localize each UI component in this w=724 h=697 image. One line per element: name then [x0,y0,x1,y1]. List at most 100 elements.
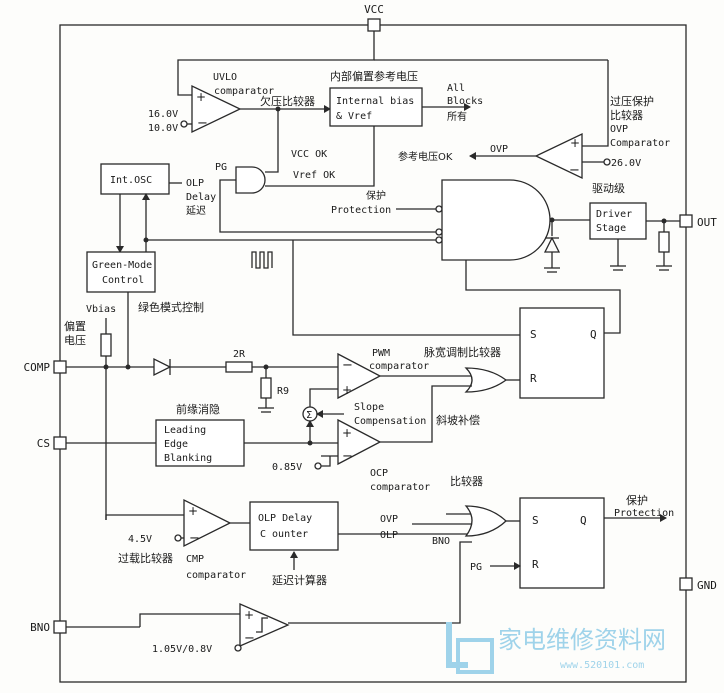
green-mode-cn-label: 绿色模式控制 [138,300,204,314]
leb-cn-label: 前缘消隐 [176,402,220,416]
pwm-sub-label: comparator [369,361,429,372]
bno-threshold: 1.05V/0.8V [152,644,212,655]
protection-out-cn-label: 保护 [626,493,648,507]
protection-out-label: Protection [614,508,674,519]
blocks-label: Blocks [447,96,483,107]
olp-label: OLP [186,178,204,189]
stage-label: Stage [596,223,626,234]
pwm-latch-s: S [530,328,537,341]
vcc-pin-label: VCC [364,3,384,16]
ovp-threshold: 26.0V [611,158,641,169]
pwm-sr-latch [519,307,605,399]
resistor-2r [225,361,253,373]
svg-text:−: − [342,449,353,464]
comp-pin [53,360,67,374]
olp-delay-counter-block [249,501,339,551]
svg-text:Σ: Σ [306,410,312,421]
bno-comparator [239,603,290,647]
all-cn-label: 所有 [447,110,467,123]
pg-label: PG [215,162,227,173]
watermark-cn-text: 家电维修资料网 [498,626,666,654]
ovp-cn-label-1: 过压保护 [610,94,654,108]
or-input-bno-label: BNO [432,536,450,547]
protection-latch-s: S [532,514,539,527]
svg-text:−: − [569,163,580,178]
pwm-label: PWM [372,348,390,359]
ovp-label: OVP [610,124,628,135]
uvlo-cn-label: 欠压比较器 [260,94,315,108]
pwm-or-gate [464,367,508,393]
svg-text:+: + [570,136,580,150]
output-and-gate [441,179,551,261]
svg-text:+: + [244,608,254,622]
driver-stage-block [589,202,647,240]
out-pin [679,214,693,228]
slope-label: Slope [354,402,384,413]
green-mode-control-block [86,251,156,293]
vcc-ok-label: VCC OK [291,149,327,160]
bias-resistor [100,333,112,357]
control-label: Control [102,275,144,286]
leb-label-3: Blanking [164,453,212,464]
svg-text:−: − [244,631,255,646]
cs-pin [53,436,67,450]
driver-cn-label: 驱动级 [592,182,625,195]
ocp-cn-label: 比较器 [450,474,483,488]
vref-ok-cn-label: 参考电压OK [398,150,453,163]
slope-compensation-cn-label: 斜坡补偿 [436,413,480,427]
gnd-pin-label: GND [697,579,717,592]
protection-cn-label: 保护 [366,189,386,202]
clock-waveform [251,251,273,269]
svg-text:+: + [342,426,352,440]
leading-edge-blanking-block [155,419,245,467]
leb-label-2: Edge [164,439,188,450]
resistor-2r-label: 2R [233,349,246,360]
svg-text:+: + [188,504,198,518]
delay-label: Delay [186,192,216,203]
vbias-label: Vbias [86,304,116,315]
pwm-cn-label: 脉宽调制比较器 [424,345,501,359]
cmp-sub-label: comparator [186,570,246,581]
resistor-r9 [260,377,272,399]
svg-text:−: − [197,116,208,131]
ovp-signal-label: OVP [490,144,508,155]
uvlo-threshold-low: 10.0V [148,123,178,134]
ovp-sub-label: Comparator [610,138,670,149]
bno-pin-label: BNO [30,621,50,634]
uvlo-comparator [191,84,242,134]
svg-text:+: + [342,383,352,397]
cmp-cn-label: 过载比较器 [118,551,173,565]
pwm-latch-r: R [530,372,537,385]
protection-latch-q: Q [580,514,587,527]
watermark-url-text: www.520101.com [560,660,644,671]
zener-diode [543,236,561,253]
vcc-pin [367,18,381,32]
cmp-threshold: 4.5V [128,534,152,545]
protection-latch-r: R [532,558,539,571]
svg-text:−: − [189,531,200,546]
ocp-sub-label: comparator [370,482,430,493]
output-resistor [658,231,670,253]
hysteresis-symbol [256,617,268,633]
ovp-comparator [534,132,583,180]
vbias-cn-label-2: 电压 [64,334,86,347]
all-label: All [447,83,465,94]
svg-text:+: + [196,90,206,104]
ocp-threshold: 0.85V [272,462,302,473]
bno-pin [53,620,67,634]
uvlo-label: UVLO [213,72,237,83]
leb-label-1: Leading [164,425,206,436]
watermark-logo [446,622,494,674]
uvlo-sub-label: comparator [214,86,274,97]
pg-and-gate [235,166,266,194]
comp-diode [153,357,172,377]
protection-sr-latch [519,497,605,589]
compensation-label: Compensation [354,416,426,427]
pwm-comparator [337,352,382,400]
pwm-latch-q: Q [590,328,597,341]
driver-label: Driver [596,209,632,220]
ocp-comparator [337,418,382,466]
internal-bias-cn-label: 内部偏置参考电压 [330,69,418,83]
